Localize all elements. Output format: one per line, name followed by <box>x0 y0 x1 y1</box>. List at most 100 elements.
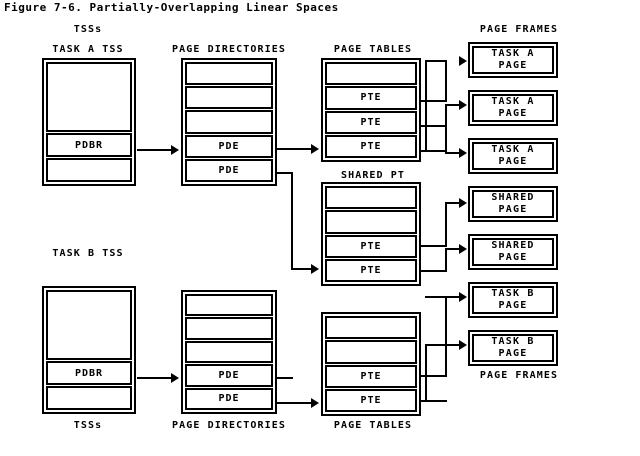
connector-shared-pte1 <box>421 270 447 272</box>
connector-pt-b-stub0 <box>445 296 447 377</box>
page-frame-4-line2: PAGE <box>498 252 528 263</box>
pd-a-cell-0 <box>185 62 273 86</box>
page-table-b-box: PTE PTE <box>321 312 421 416</box>
connector-frame1-in <box>445 104 463 106</box>
pt-a-cell-0 <box>325 62 417 86</box>
task-a-tss-pdbr: PDBR <box>46 133 132 157</box>
page-frame-2: TASK A PAGE <box>468 138 558 174</box>
connector-pt-b-stub1 <box>425 344 427 402</box>
arrow-pde-b1 <box>311 398 319 408</box>
caption-shared-pt: SHARED PT <box>340 170 406 181</box>
connector-pt-a-stub0 <box>445 60 447 102</box>
arrow-pdbr-a <box>171 145 179 155</box>
page-table-a-box: PTE PTE PTE <box>321 58 421 162</box>
page-frame-5: TASK B PAGE <box>468 282 558 318</box>
caption-page-frames-top: PAGE FRAMES <box>479 24 559 35</box>
connector-pde-b1 <box>277 402 313 404</box>
pd-a-pde-1: PDE <box>185 158 273 183</box>
connector-frame4-in <box>445 248 463 250</box>
page-frame-2-line1: TASK A <box>491 144 535 155</box>
pt-b-pte-0: PTE <box>325 364 417 388</box>
caption-page-tables-bottom: PAGE TABLES <box>333 420 413 431</box>
connector-pt-a-pte1 <box>421 125 447 127</box>
arrow-frame-4 <box>459 244 467 254</box>
arrow-shared-pt <box>311 264 319 274</box>
pt-a-pte-1: PTE <box>325 110 417 134</box>
connector-pde-b0-h <box>277 377 293 379</box>
caption-page-directories-bottom: PAGE DIRECTORIES <box>172 420 286 431</box>
arrow-frame-0 <box>459 56 467 66</box>
pt-b-cell-0 <box>325 316 417 340</box>
pt-a-pte-0: PTE <box>325 86 417 110</box>
task-a-tss-cell-0 <box>46 62 132 132</box>
pd-b-cell-0 <box>185 294 273 317</box>
page-frame-4: SHARED PAGE <box>468 234 558 270</box>
task-a-tss-box: PDBR <box>42 58 136 186</box>
caption-tss-bottom: TSSs <box>73 420 103 431</box>
pt-a-pte-2: PTE <box>325 134 417 158</box>
task-b-tss-box: PDBR <box>42 286 136 414</box>
caption-page-directories-top: PAGE DIRECTORIES <box>172 44 286 55</box>
page-frame-0-line2: PAGE <box>498 60 528 71</box>
pd-a-cell-2 <box>185 110 273 134</box>
connector-shared-stub1 <box>445 248 447 272</box>
page-frame-3: SHARED PAGE <box>468 186 558 222</box>
page-frame-3-line1: SHARED <box>491 192 535 203</box>
page-frame-1-line2: PAGE <box>498 108 528 119</box>
task-b-tss-cell-2 <box>46 386 132 410</box>
connector-pt-a-pte2 <box>421 150 447 152</box>
connector-frame6-in <box>425 344 463 346</box>
page-directory-a-box: PDE PDE <box>181 58 277 186</box>
connector-pdbr-b <box>137 377 173 379</box>
pd-a-cell-1 <box>185 86 273 110</box>
pd-b-pde-0: PDE <box>185 364 273 387</box>
page-directory-b-box: PDE PDE <box>181 290 277 414</box>
connector-frame5-in <box>425 296 463 298</box>
connector-shared-pte0 <box>421 245 447 247</box>
task-b-tss-pdbr: PDBR <box>46 361 132 385</box>
arrow-frame-3 <box>459 198 467 208</box>
arrow-pde-a0 <box>311 144 319 154</box>
connector-pt-b-pte1 <box>421 400 447 402</box>
shared-pt-cell-1 <box>325 210 417 234</box>
connector-pt-a-bus <box>425 60 427 152</box>
connector-shared-stub0 <box>445 202 447 247</box>
shared-pt-pte-0: PTE <box>325 234 417 258</box>
connector-pde-a1-v <box>291 172 293 270</box>
page-frame-6-line2: PAGE <box>498 348 528 359</box>
figure-title: Figure 7-6. Partially-Overlapping Linear… <box>4 1 339 14</box>
pd-b-cell-1 <box>185 317 273 340</box>
page-frame-6-line1: TASK B <box>491 336 535 347</box>
connector-pdbr-a <box>137 149 173 151</box>
caption-task-b-tss: TASK B TSS <box>52 248 124 259</box>
pd-a-pde-0: PDE <box>185 134 273 158</box>
pt-b-cell-1 <box>325 340 417 364</box>
page-frame-1-line1: TASK A <box>491 96 535 107</box>
task-b-tss-cell-0 <box>46 290 132 360</box>
page-frame-0: TASK A PAGE <box>468 42 558 78</box>
shared-pt-cell-0 <box>325 186 417 210</box>
arrow-frame-1 <box>459 100 467 110</box>
task-a-tss-cell-2 <box>46 158 132 182</box>
page-frame-3-line2: PAGE <box>498 204 528 215</box>
page-frame-6: TASK B PAGE <box>468 330 558 366</box>
caption-page-frames-bottom: PAGE FRAMES <box>479 370 559 381</box>
caption-task-a-tss: TASK A TSS <box>52 44 124 55</box>
pd-b-cell-2 <box>185 340 273 364</box>
page-frame-0-line1: TASK A <box>491 48 535 59</box>
caption-page-tables-top: PAGE TABLES <box>333 44 413 55</box>
page-frame-2-line2: PAGE <box>498 156 528 167</box>
connector-shared-in <box>291 268 313 270</box>
page-frame-4-line1: SHARED <box>491 240 535 251</box>
arrow-pdbr-b <box>171 373 179 383</box>
pt-b-pte-1: PTE <box>325 388 417 412</box>
connector-frame2-in <box>445 152 463 154</box>
connector-pde-a1-h <box>277 172 293 174</box>
page-frame-1: TASK A PAGE <box>468 90 558 126</box>
arrow-frame-6 <box>459 340 467 350</box>
page-frame-5-line1: TASK B <box>491 288 535 299</box>
page-frame-5-line2: PAGE <box>498 300 528 311</box>
connector-pt-a-stub1 <box>445 104 447 150</box>
shared-pt-pte-1: PTE <box>325 258 417 282</box>
